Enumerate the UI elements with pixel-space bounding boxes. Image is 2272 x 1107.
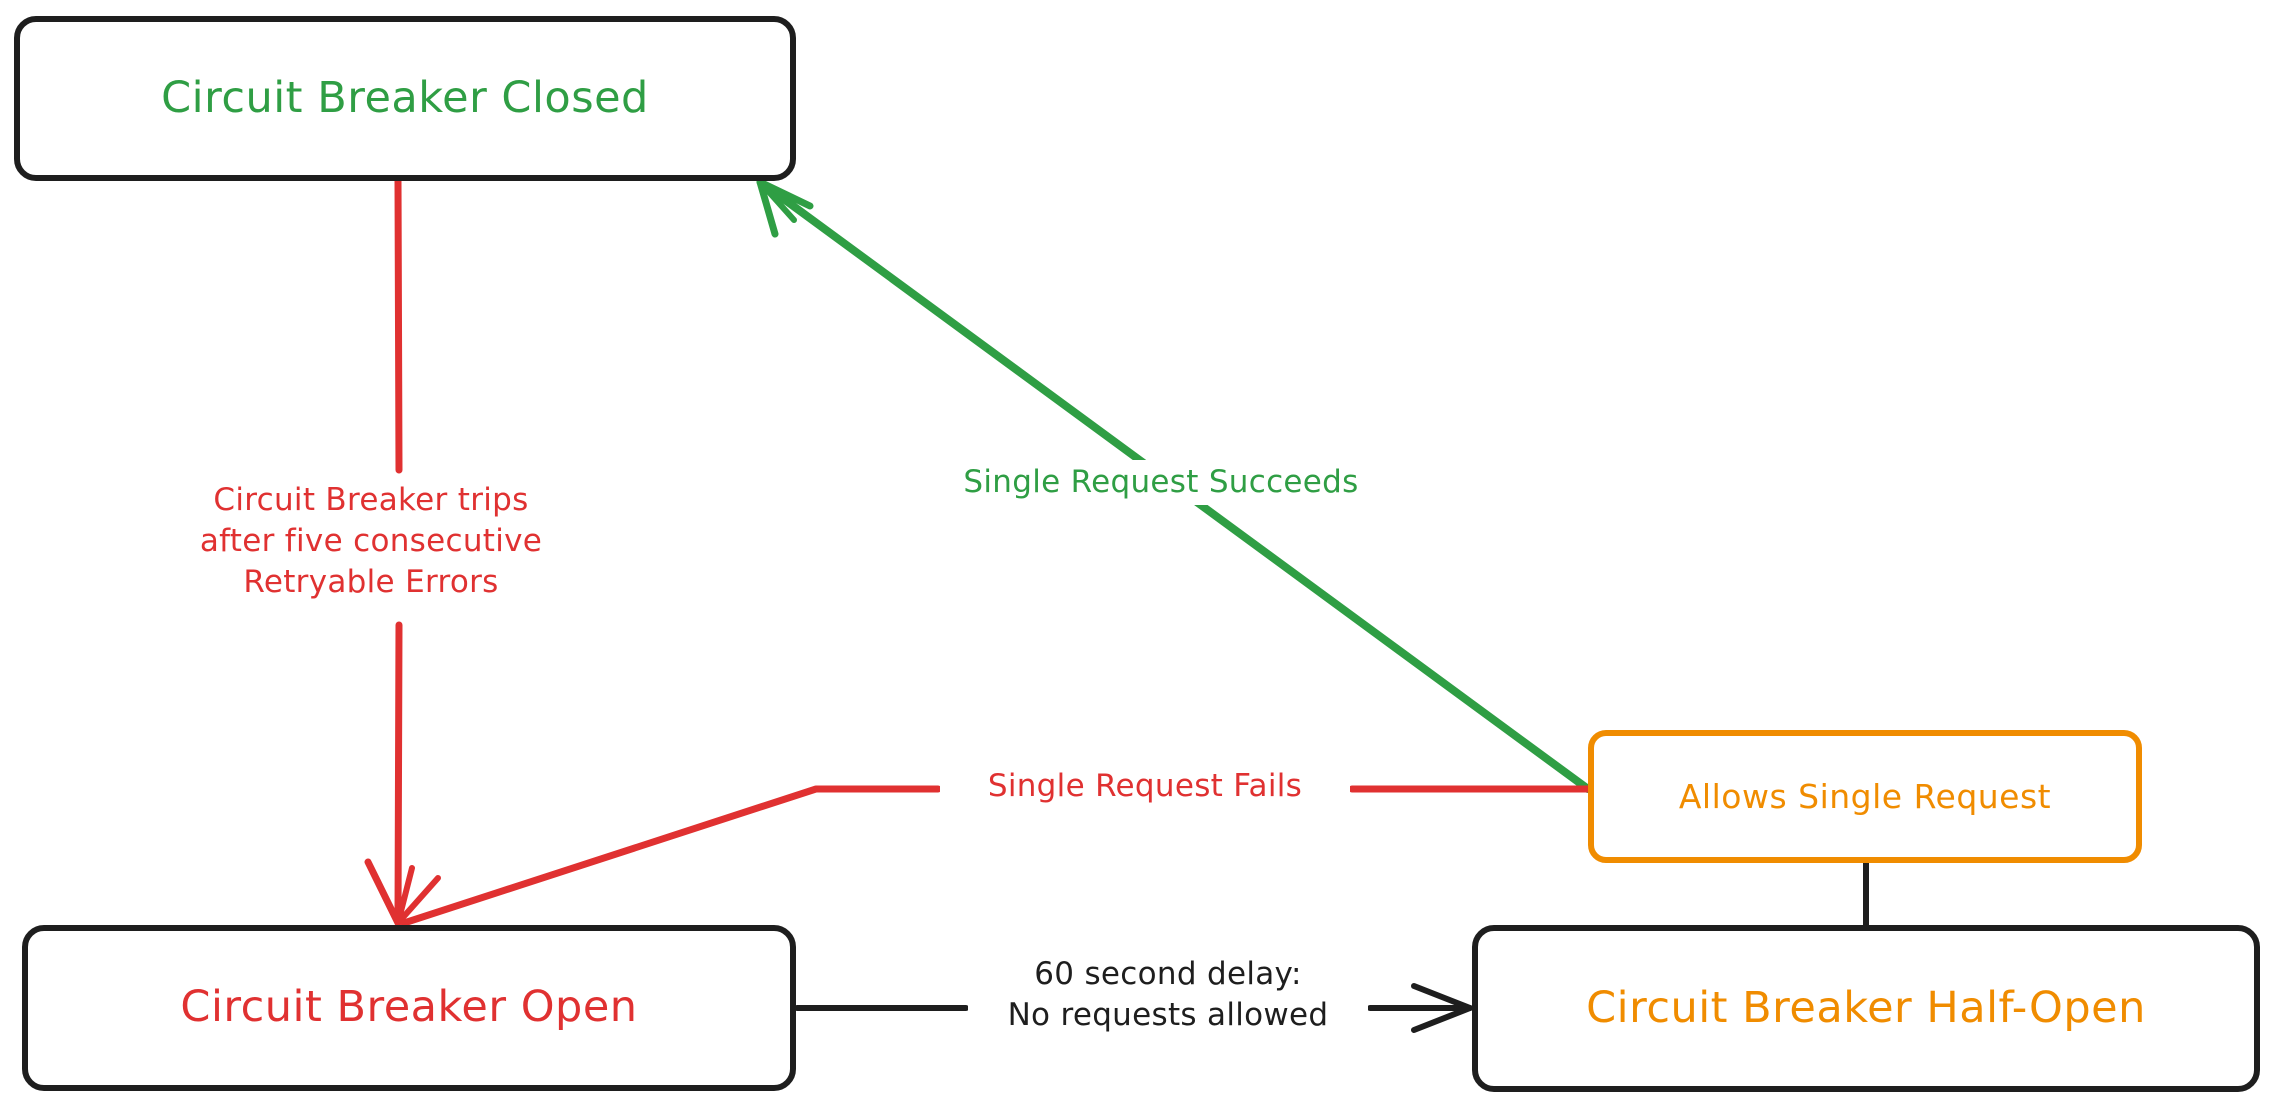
node-circuit-breaker-half-open[interactable]: Circuit Breaker Half-Open xyxy=(1472,925,2260,1092)
edge-label-single-request-succeeds: Single Request Succeeds xyxy=(916,460,1406,505)
edge-closed-to-open xyxy=(364,177,441,927)
node-half-open-label: Circuit Breaker Half-Open xyxy=(1586,982,2146,1033)
edge-label-sixty-second-delay: 60 second delay: No requests allowed xyxy=(968,952,1368,1038)
edge-label-closed-to-open: Circuit Breaker trips after five consecu… xyxy=(166,478,576,605)
node-allows-single-request-label: Allows Single Request xyxy=(1678,776,2052,816)
node-allows-single-request[interactable]: Allows Single Request xyxy=(1588,730,2142,863)
node-circuit-breaker-closed[interactable]: Circuit Breaker Closed xyxy=(14,16,796,181)
node-closed-label: Circuit Breaker Closed xyxy=(161,72,649,123)
edge-allows-to-open xyxy=(400,785,1592,927)
node-open-label: Circuit Breaker Open xyxy=(180,982,638,1033)
edge-label-single-request-fails: Single Request Fails xyxy=(940,764,1350,809)
edge-open-to-halfopen xyxy=(794,983,1473,1033)
node-circuit-breaker-open[interactable]: Circuit Breaker Open xyxy=(22,925,796,1091)
